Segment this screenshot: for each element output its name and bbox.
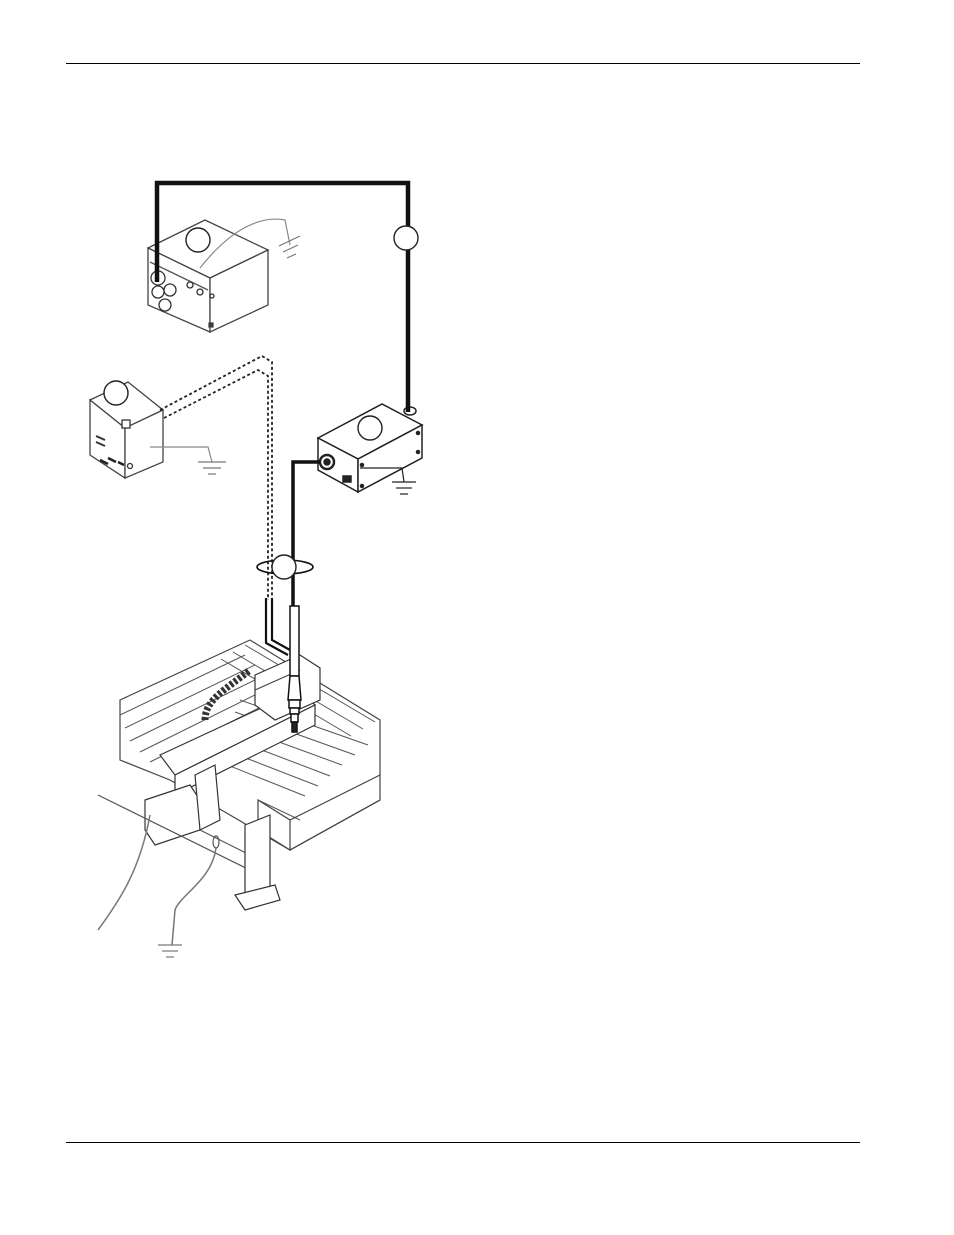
cutting-table bbox=[97, 639, 381, 911]
footer-rule bbox=[66, 1142, 860, 1143]
callout-circle bbox=[393, 225, 419, 251]
gas-hoses bbox=[159, 354, 273, 600]
gas-console bbox=[88, 380, 165, 480]
ground-symbol-icon bbox=[198, 461, 226, 475]
callout-circle bbox=[271, 554, 297, 580]
pilot-leads bbox=[264, 598, 291, 656]
header-rule bbox=[66, 63, 860, 64]
ground-symbol-icon bbox=[278, 235, 301, 259]
ground-symbol-icon bbox=[158, 944, 182, 958]
table-cables bbox=[97, 814, 217, 946]
callout-circle bbox=[103, 380, 129, 406]
callout-circle bbox=[185, 227, 211, 253]
plasma-torch bbox=[287, 605, 302, 733]
callout-circle bbox=[357, 415, 383, 441]
power-lead bbox=[154, 180, 411, 412]
ground-symbol-icon bbox=[392, 481, 416, 495]
ignition-console bbox=[316, 403, 424, 494]
torch-lead bbox=[291, 460, 320, 610]
power-supply bbox=[146, 219, 270, 334]
